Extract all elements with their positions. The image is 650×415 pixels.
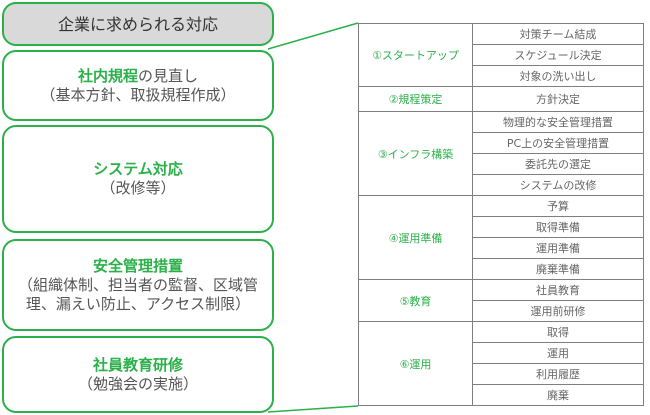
box-sub: （基本方針、取扱規程作成） [40, 85, 236, 104]
step-group-label: ③インフラ構築 [358, 111, 473, 196]
step-group-label: ⑤教育 [358, 279, 473, 322]
box-system: システム対応 （改修等） [2, 125, 274, 233]
table-row: ⑤教育社員教育 [358, 279, 644, 322]
step-item: 廃棄準備 [472, 258, 644, 280]
step-item: PC上の安全管理措置 [472, 132, 644, 154]
step-item: 運用 [472, 342, 644, 364]
box-heading: システム対応 [93, 160, 183, 178]
step-group-label: ④運用準備 [358, 195, 473, 280]
table-row: 対象の洗い出し [359, 65, 644, 87]
step-item: 取得準備 [472, 216, 644, 238]
box-heading-rest: の見直し [138, 66, 199, 85]
box-training: 社員教育研修 （勉強会の実施） [2, 336, 274, 413]
step-group-label: ②規程策定 [358, 86, 473, 112]
table-row: 委託先の選定 [359, 153, 644, 175]
step-item: 運用前研修 [472, 300, 644, 322]
step-item: スケジュール決定 [472, 44, 644, 66]
box-security-measures: 安全管理措置 （組織体制、担当者の監督、区域管理、漏えい防止、アクセス制限） [2, 239, 274, 331]
step-item: 物理的な安全管理措置 [472, 111, 644, 133]
table-row: ④運用準備予算 [358, 195, 644, 280]
table-row: 廃棄 [359, 384, 644, 406]
box-sub: （改修等） [100, 179, 176, 197]
step-item: 運用準備 [472, 237, 644, 259]
box-sub: （勉強会の実施） [77, 374, 198, 393]
table-row: ②規程策定方針決定 [358, 86, 644, 112]
box-rules-review: 社内規程の見直し （基本方針、取扱規程作成） [2, 50, 274, 121]
title-text: 企業に求められる対応 [57, 14, 218, 34]
step-item: 取得 [472, 321, 644, 343]
box-heading: 安全管理措置 [92, 256, 183, 275]
step-item: 利用履歴 [472, 363, 644, 385]
step-item: 廃棄 [472, 384, 644, 406]
box-heading: 社内規程 [77, 66, 138, 85]
step-item: 方針決定 [472, 86, 644, 112]
table-row: ⑥運用取得 [358, 321, 644, 406]
box-sub: （組織体制、担当者の監督、区域管理、漏えい防止、アクセス制限） [18, 275, 259, 313]
table-row: 廃棄準備 [359, 258, 644, 280]
step-item: システムの改修 [472, 174, 644, 196]
table-row: ①スタートアップ対策チーム結成 [358, 23, 644, 87]
requirements-title: 企業に求められる対応 [2, 2, 274, 46]
table-row: PC上の安全管理措置 [359, 132, 644, 154]
connector-bottom [267, 405, 359, 413]
table-row: スケジュール決定 [359, 44, 644, 66]
box-heading: 社員教育研修 [92, 355, 183, 374]
step-item: 委託先の選定 [472, 153, 644, 175]
connector-top [267, 22, 359, 50]
step-item: 対象の洗い出し [472, 65, 644, 87]
step-group-label: ⑥運用 [358, 321, 473, 406]
table-row: ③インフラ構築物理的な安全管理措置 [358, 111, 644, 196]
step-item: 予算 [472, 195, 644, 217]
step-group-label: ①スタートアップ [358, 23, 473, 87]
step-item: 社員教育 [472, 279, 644, 301]
step-item: 対策チーム結成 [472, 23, 644, 45]
